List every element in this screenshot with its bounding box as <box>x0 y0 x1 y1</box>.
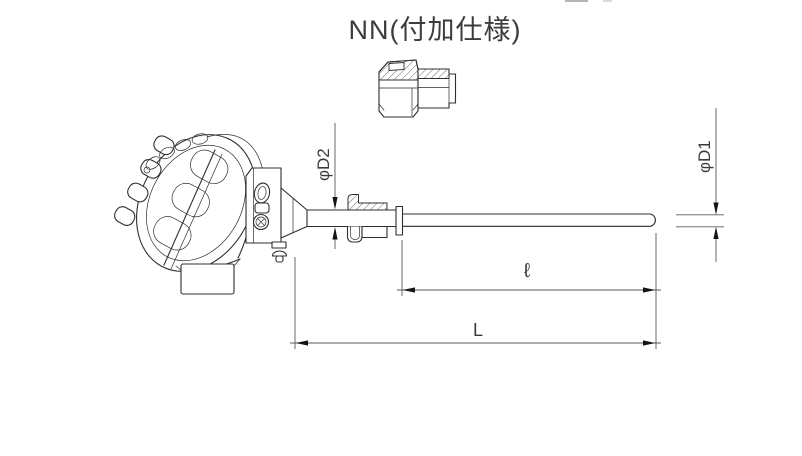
chain-anchor <box>143 166 151 174</box>
vent-stem <box>275 255 284 263</box>
eyelet-ring-inner <box>257 186 267 200</box>
L-arrow-left <box>295 340 308 346</box>
protection-tube-assembly <box>306 194 656 243</box>
cap-rim-lug <box>114 206 136 226</box>
L-extension-lines <box>294 233 657 349</box>
dimension-insertion-length: ℓ <box>397 240 661 296</box>
cap-rim-line-outer <box>163 149 216 266</box>
chain-link <box>159 146 175 160</box>
d2-arrow-up <box>332 227 338 240</box>
nn-fitting-detail-view <box>378 59 457 118</box>
eyelet-bracket <box>254 202 270 214</box>
L-label: L <box>473 320 483 340</box>
d1-arrow-up <box>713 226 719 239</box>
cap-inner-edge <box>146 144 246 262</box>
chain-link <box>145 156 161 170</box>
dimension-phi-d2: φD2 <box>314 123 338 249</box>
fitting-hex-lower-inner <box>350 226 360 240</box>
fitting-section-upper <box>347 194 388 211</box>
terminal-screw-head <box>255 216 267 228</box>
d1-arrow-down <box>713 202 719 215</box>
head-cap <box>114 134 256 272</box>
detail-nut-chamfer-right <box>412 103 419 111</box>
dimension-overall-length: L <box>290 233 661 349</box>
dimension-phi-d1: φD1 <box>676 108 724 262</box>
cap-grip-slot <box>171 182 210 218</box>
d1-extension-lines <box>676 214 724 228</box>
top-edge-artifact-left <box>565 0 588 2</box>
drawing-title: NN(付加仕様) <box>348 15 522 45</box>
chain-link <box>174 139 192 151</box>
cap-rim-lug <box>153 135 175 156</box>
sheath-probe <box>401 213 656 227</box>
terminal-head <box>114 133 308 295</box>
d2-arrow-down <box>332 197 338 210</box>
detail-nipple-section-hatch <box>417 68 450 79</box>
l-arrow-left <box>402 287 415 293</box>
cap-rim-lug <box>127 182 149 203</box>
d1-label: φD1 <box>695 140 714 173</box>
detail-nut-chamfer-left <box>378 103 385 111</box>
detail-nut-recess <box>388 62 405 71</box>
vent-base <box>271 241 287 249</box>
l-arrow-right <box>643 287 656 293</box>
cap-grip-slot <box>153 216 192 251</box>
tube-collar <box>395 205 404 236</box>
top-edge-artifact-right <box>603 0 612 2</box>
fitting-body-lower <box>361 225 388 239</box>
cap-rim-line-inner <box>170 153 223 270</box>
l-label: ℓ <box>524 260 531 282</box>
phillips-cross-icon <box>257 218 265 226</box>
L-arrow-right <box>643 340 656 346</box>
d2-label: φD2 <box>314 148 333 181</box>
head-cone-bushing <box>280 187 308 239</box>
protection-tube <box>306 209 397 228</box>
head-neck-stub <box>180 263 235 295</box>
vent-dome <box>271 250 288 257</box>
